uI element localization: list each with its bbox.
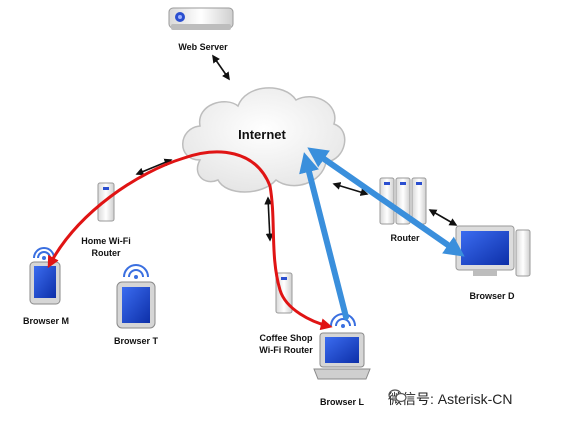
- watermark-text: 微信号: Asterisk-CN: [388, 391, 513, 407]
- home-router-label: Home Wi-Fi Router: [66, 235, 146, 259]
- home-router-label-line2: Router: [91, 248, 121, 258]
- internet-label: Internet: [238, 127, 286, 142]
- browser-m-label: Browser M: [22, 316, 69, 326]
- web-server-icon: [168, 7, 234, 30]
- web-server-label: Web Server: [178, 42, 228, 52]
- coffee-router-label-line2: Wi-Fi Router: [259, 345, 313, 355]
- browser-d-label: Browser D: [469, 291, 515, 301]
- browser-m-phone-icon: [29, 247, 61, 305]
- wechat-icon: [388, 389, 407, 403]
- browser-t-tablet-icon: [116, 264, 156, 329]
- red-request-path: [47, 150, 333, 331]
- home-router-label-line1: Home Wi-Fi: [81, 236, 131, 246]
- coffee-router-label-line1: Coffee Shop: [259, 333, 313, 343]
- wechat-watermark: 微信号: Asterisk-CN: [388, 389, 512, 409]
- home-wifi-router-icon: [97, 182, 115, 222]
- blue-response-path: [299, 147, 465, 320]
- router-label: Router: [390, 233, 420, 243]
- browser-d-desktop-icon: [455, 225, 531, 277]
- browser-t-label: Browser T: [113, 336, 158, 346]
- browser-l-label: Browser L: [319, 397, 364, 407]
- browser-l-laptop-icon: [313, 313, 371, 380]
- coffee-router-label: Coffee Shop Wi-Fi Router: [248, 332, 324, 356]
